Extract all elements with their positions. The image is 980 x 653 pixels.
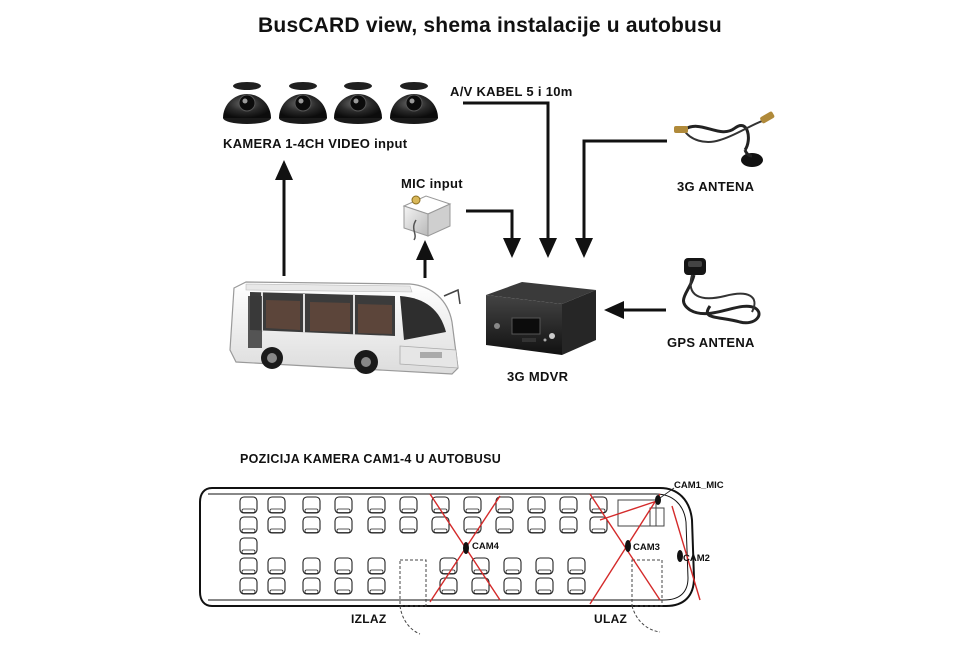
cam3-marker xyxy=(625,540,631,552)
seat-rear-mid-back xyxy=(241,549,256,554)
arrow-3g-antenna-to-mdvr xyxy=(575,139,667,258)
seat-bot-a-3-back xyxy=(336,569,351,574)
camera-4-icon xyxy=(390,82,438,124)
bus-inner-outline xyxy=(208,493,689,601)
seat-bot-a-9-back xyxy=(569,569,584,574)
seat-top-a-5-back xyxy=(401,508,416,513)
seat-top-b-2-back xyxy=(304,528,319,533)
arrow-gps-to-mdvr xyxy=(604,301,666,319)
seat-top-a-8-back xyxy=(497,508,512,513)
seat-top-a-9-back xyxy=(529,508,544,513)
cam1-marker xyxy=(655,495,661,505)
seat-bot-b-6-back xyxy=(473,589,488,594)
gps-antenna-icon xyxy=(682,258,761,325)
seat-bot-b-0-back xyxy=(241,589,256,594)
seat-top-a-3-back xyxy=(336,508,351,513)
camera-view-line-3 xyxy=(589,493,661,605)
seat-top-b-6-back xyxy=(433,528,448,533)
arrow-mic-to-mdvr xyxy=(466,209,521,258)
seat-top-a-4-back xyxy=(369,508,384,513)
bus-illustration xyxy=(229,281,461,375)
seat-top-a-7-back xyxy=(465,508,480,513)
seat-top-a-1-back xyxy=(269,508,284,513)
seat-top-a-11-back xyxy=(591,508,606,513)
camera-1-icon xyxy=(223,82,271,124)
seat-bot-a-1-back xyxy=(269,569,284,574)
seat-top-b-8-back xyxy=(497,528,512,533)
cam3-label: CAM3 xyxy=(633,542,660,553)
seat-top-b-9-back xyxy=(529,528,544,533)
3g-antenna-icon xyxy=(674,111,775,167)
arrow-bus-to-mic xyxy=(416,240,434,278)
mdvr-device-icon xyxy=(486,282,596,355)
arrow-cable-to-mdvr xyxy=(463,101,557,258)
seat-top-b-3-back xyxy=(336,528,351,533)
camera-view-line-5 xyxy=(671,505,701,601)
entrance-label: ULAZ xyxy=(594,612,628,626)
seat-top-b-0-back xyxy=(241,528,256,533)
cam4-marker xyxy=(463,542,469,554)
cam4-label: CAM4 xyxy=(472,541,499,552)
cam1-label: CAM1_MIC xyxy=(674,480,724,491)
seat-bot-b-5-back xyxy=(441,589,456,594)
seat-top-a-10-back xyxy=(561,508,576,513)
cam2-marker xyxy=(677,550,683,562)
seat-top-a-0-back xyxy=(241,508,256,513)
camera-3-icon xyxy=(334,82,382,124)
seat-bot-b-8-back xyxy=(537,589,552,594)
mic-device-icon xyxy=(402,195,452,241)
bus-outline xyxy=(199,487,696,607)
seat-bot-b-9-back xyxy=(569,589,584,594)
driver-panel xyxy=(649,507,665,527)
dome-cameras xyxy=(223,82,438,124)
exit-door-swing xyxy=(399,605,421,635)
seat-bot-a-4-back xyxy=(369,569,384,574)
seat-top-b-10-back xyxy=(561,528,576,533)
seat-bot-a-8-back xyxy=(537,569,552,574)
floorplan-title: POZICIJA KAMERA CAM1-4 U AUTOBUSU xyxy=(240,452,502,466)
camera-view-line-4 xyxy=(599,499,661,521)
cam1-leader xyxy=(659,487,675,499)
gps-antenna-label: GPS ANTENA xyxy=(667,335,755,350)
seat-bot-a-7-back xyxy=(505,569,520,574)
exit-door xyxy=(399,559,427,607)
entrance-door-swing xyxy=(631,605,661,633)
exit-label: IZLAZ xyxy=(351,612,387,626)
mic-label: MIC input xyxy=(401,176,463,191)
seat-bot-a-2-back xyxy=(304,569,319,574)
entrance-door xyxy=(631,559,663,607)
seat-top-b-5-back xyxy=(401,528,416,533)
cam2-label: CAM2 xyxy=(683,553,710,564)
seat-top-b-1-back xyxy=(269,528,284,533)
seat-top-a-2-back xyxy=(304,508,319,513)
cable-label: A/V KABEL 5 i 10m xyxy=(450,84,573,99)
seat-bot-b-3-back xyxy=(336,589,351,594)
seat-bot-a-0-back xyxy=(241,569,256,574)
seat-bot-b-1-back xyxy=(269,589,284,594)
seat-top-b-11-back xyxy=(591,528,606,533)
mdvr-label: 3G MDVR xyxy=(507,369,569,384)
cameras-label: KAMERA 1-4CH VIDEO input xyxy=(223,136,408,151)
seat-bot-b-4-back xyxy=(369,589,384,594)
seat-bot-b-7-back xyxy=(505,589,520,594)
arrow-bus-to-cameras xyxy=(275,160,293,276)
camera-view-line-2 xyxy=(589,493,661,601)
seat-top-b-4-back xyxy=(369,528,384,533)
driver-cab xyxy=(617,499,657,527)
3g-antenna-label: 3G ANTENA xyxy=(677,179,755,194)
page-title: BusCARD view, shema instalacije u autobu… xyxy=(258,14,722,37)
connection-arrows xyxy=(275,101,667,319)
camera-2-icon xyxy=(279,82,327,124)
seat-bot-b-2-back xyxy=(304,589,319,594)
bus-floorplan xyxy=(199,487,701,635)
